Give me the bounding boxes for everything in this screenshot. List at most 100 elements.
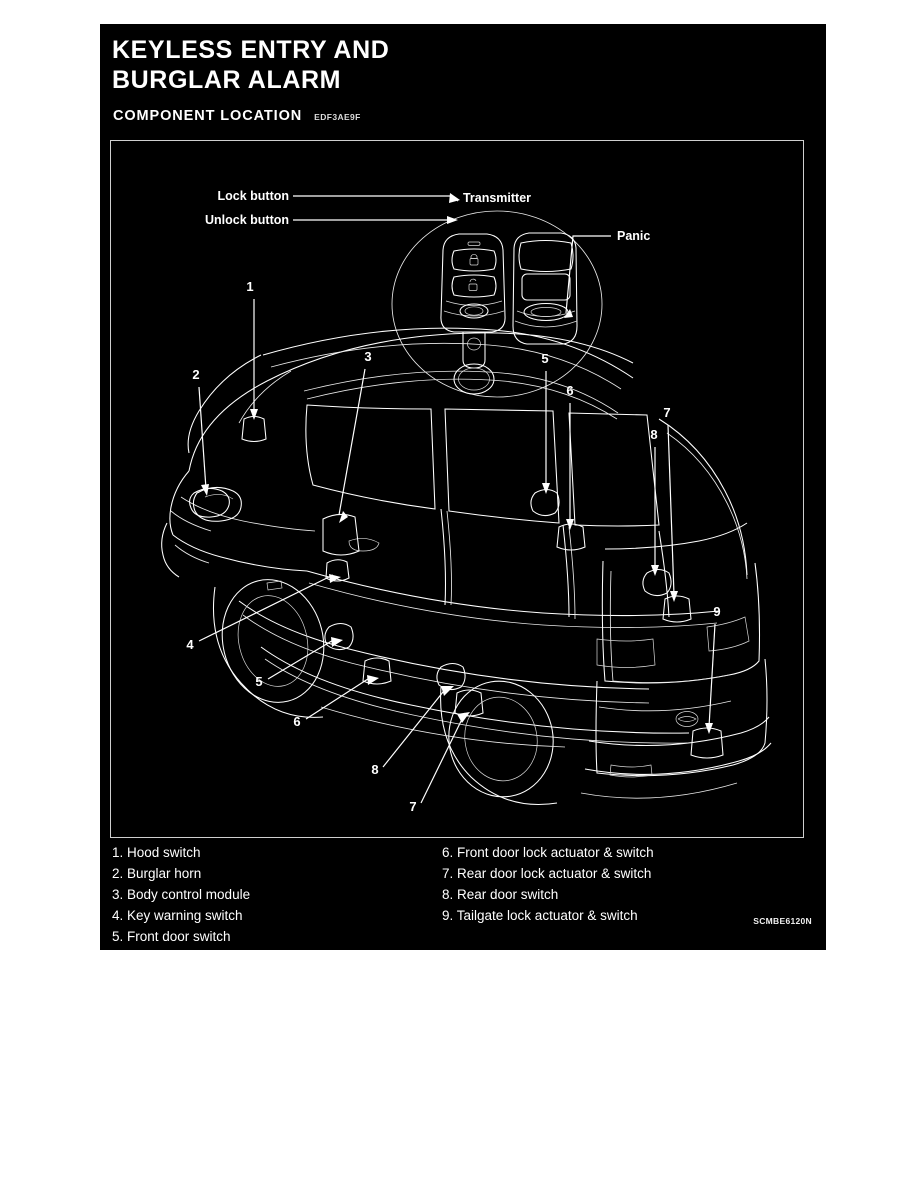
lock-icon-body (469, 258, 479, 266)
tailgate-crease (598, 700, 732, 712)
front-bumper-outline (161, 522, 180, 578)
callout-number-6-far: 6 (566, 383, 573, 398)
section-heading-row: COMPONENT LOCATION EDF3AE9F (113, 108, 361, 124)
front-door-gap (440, 508, 447, 606)
callout-leader-3 (338, 368, 366, 516)
callout-leader-6-near (305, 676, 372, 720)
component-marker-burglar-horn (189, 487, 230, 518)
rear-pillar-outer (658, 418, 748, 576)
legend-item: 3. Body control module (112, 887, 251, 902)
key-fob-front-view (440, 233, 506, 395)
component-marker-rear-door-switch-far (642, 568, 672, 597)
rear-badge-mark (677, 716, 697, 722)
headlamp-inner-line (204, 494, 234, 500)
callout-leader-9 (708, 623, 716, 728)
rocker-panel-line (260, 646, 690, 734)
legend-item: 5. Front door switch (112, 929, 231, 944)
legend-item: 1. Hood switch (112, 845, 201, 860)
unlock-button-label: Unlock button (205, 213, 289, 227)
component-location-figure: Transmitter (110, 140, 804, 838)
callout-number-2: 2 (192, 367, 199, 382)
rear-bumper-mid (584, 742, 772, 775)
key-fob-side-view (512, 232, 578, 345)
legend-item: 8. Rear door switch (442, 887, 559, 902)
rear-wheel-tire (448, 680, 554, 798)
legend-item: 9. Tailgate lock actuator & switch (442, 908, 638, 923)
front-door-gap-2 (446, 510, 452, 606)
component-marker-tailgate-actuator (690, 727, 724, 759)
fob2-panic-button[interactable] (523, 302, 569, 322)
component-marker-front-door-actuator-far (556, 523, 586, 551)
panic-leader (565, 235, 611, 314)
callout-arrow-8-far (651, 565, 659, 576)
tail-lamp-right (706, 616, 750, 652)
component-marker-bcm (322, 513, 360, 556)
fob-unlock-button[interactable] (451, 274, 497, 298)
component-marker-front-door-switch-far (530, 488, 560, 517)
headlamp-upper (170, 510, 212, 532)
callout-arrow-9 (705, 723, 713, 734)
fob2-middle-button[interactable] (521, 273, 571, 301)
callout-arrow-7-near (457, 712, 470, 723)
rear-bumper-lower (580, 782, 738, 799)
legend-column-right: 6. Front door lock actuator & switch 7. … (442, 842, 792, 947)
front-door-handle (348, 538, 380, 552)
callout-leader-8-near (382, 686, 448, 768)
component-marker-hood-switch (241, 415, 267, 443)
callout-number-1: 1 (246, 279, 253, 294)
tailgate-glass-inner (609, 570, 730, 683)
fob-lock-button[interactable] (451, 248, 497, 272)
panic-arrowhead (564, 309, 573, 318)
front-wheel-tire (221, 579, 325, 703)
fob2-upper-button[interactable] (518, 239, 574, 273)
callout-leader-2 (198, 386, 207, 490)
beltline-lower (308, 582, 718, 628)
legend-column-left: 1. Hood switch 2. Burglar horn 3. Body c… (112, 842, 442, 947)
tail-lamp-left (596, 638, 656, 668)
fob2-panic-icon (530, 307, 562, 317)
legend-item: 6. Front door lock actuator & switch (442, 845, 654, 860)
rear-badge (675, 711, 699, 727)
lock-icon (470, 254, 478, 259)
component-marker-front-door-switch-near (324, 622, 354, 651)
hood-crease (180, 496, 316, 532)
callout-arrow-7-far (670, 591, 678, 602)
section-code: EDF3AE9F (314, 112, 361, 122)
page-title-line-1: KEYLESS ENTRY AND (112, 36, 390, 64)
component-marker-rear-door-switch-near (436, 662, 466, 691)
fob-body-seam (445, 300, 503, 306)
callout-arrow-4 (329, 574, 341, 583)
rear-wheel-arch (440, 686, 558, 806)
beltline-upper (306, 570, 720, 617)
callout-leader-7-near (420, 712, 466, 804)
callout-number-5-far: 5 (541, 351, 548, 366)
fob-panic-button[interactable] (459, 303, 489, 319)
tailgate-lower-panel (595, 658, 768, 777)
front-fascia-upper (169, 470, 190, 536)
callout-number-4: 4 (186, 637, 194, 652)
legend-item: 4. Key warning switch (112, 908, 243, 923)
rear-door-window (444, 408, 560, 524)
front-door-window (305, 404, 436, 510)
side-marker (266, 580, 283, 591)
transmitter-title: Transmitter (463, 191, 531, 205)
rear-pillar-inner (666, 432, 748, 580)
transmitter-detail-ellipse (391, 210, 603, 398)
callout-leader-5-near (267, 638, 336, 680)
panic-icon (464, 306, 484, 316)
callout-number-8-near: 8 (371, 762, 378, 777)
tailgate-top-edge (604, 522, 748, 550)
hood-lower-edge (172, 534, 308, 572)
lock-button-arrowhead (449, 193, 460, 203)
callout-number-7-near: 7 (409, 799, 416, 814)
callout-number-3: 3 (364, 349, 371, 364)
windshield-a-pillar (187, 354, 262, 454)
callout-arrow-8-near (441, 686, 454, 696)
component-legend: 1. Hood switch 2. Burglar horn 3. Body c… (112, 842, 812, 947)
rear-wheel-rim (464, 696, 538, 782)
vehicle-roof-front-edge (188, 332, 634, 472)
unlock-icon-shackle (469, 278, 477, 283)
callout-leader-7-far (667, 424, 675, 596)
callout-number-9: 9 (713, 604, 720, 619)
fob2-body-outline (512, 232, 578, 345)
